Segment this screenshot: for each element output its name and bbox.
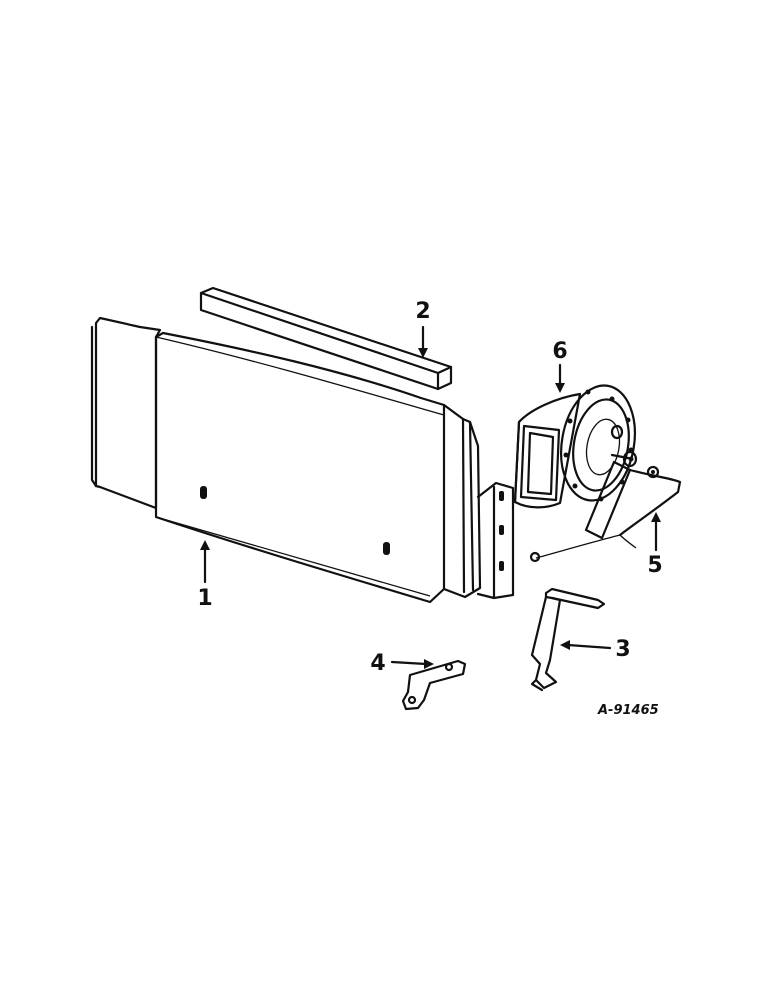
part-4-bracket bbox=[401, 659, 467, 711]
callout-6: 6 bbox=[552, 339, 567, 364]
arrowhead-4 bbox=[424, 659, 434, 669]
leader-lines bbox=[200, 325, 661, 669]
arrowhead-3 bbox=[560, 640, 570, 650]
reference-number: A-91465 bbox=[597, 703, 659, 718]
callout-labels: 1 2 3 4 5 6 bbox=[197, 299, 662, 676]
callout-4: 4 bbox=[370, 651, 385, 676]
part-5-horn-bracket bbox=[529, 460, 682, 563]
arrowhead-6 bbox=[555, 383, 565, 393]
part-3-bracket bbox=[530, 587, 606, 692]
arrowhead-2 bbox=[418, 348, 428, 358]
part-1-panel bbox=[90, 316, 515, 604]
arrowhead-5 bbox=[651, 512, 661, 522]
part-6-horn bbox=[513, 384, 638, 509]
callout-3: 3 bbox=[615, 637, 630, 662]
arrowhead-1 bbox=[200, 540, 210, 550]
callout-5: 5 bbox=[647, 553, 662, 578]
leader-3 bbox=[566, 643, 612, 650]
callout-1: 1 bbox=[197, 586, 212, 611]
part-2-seal-strip bbox=[199, 286, 453, 391]
callout-2: 2 bbox=[415, 299, 430, 324]
leader-4 bbox=[390, 660, 428, 666]
